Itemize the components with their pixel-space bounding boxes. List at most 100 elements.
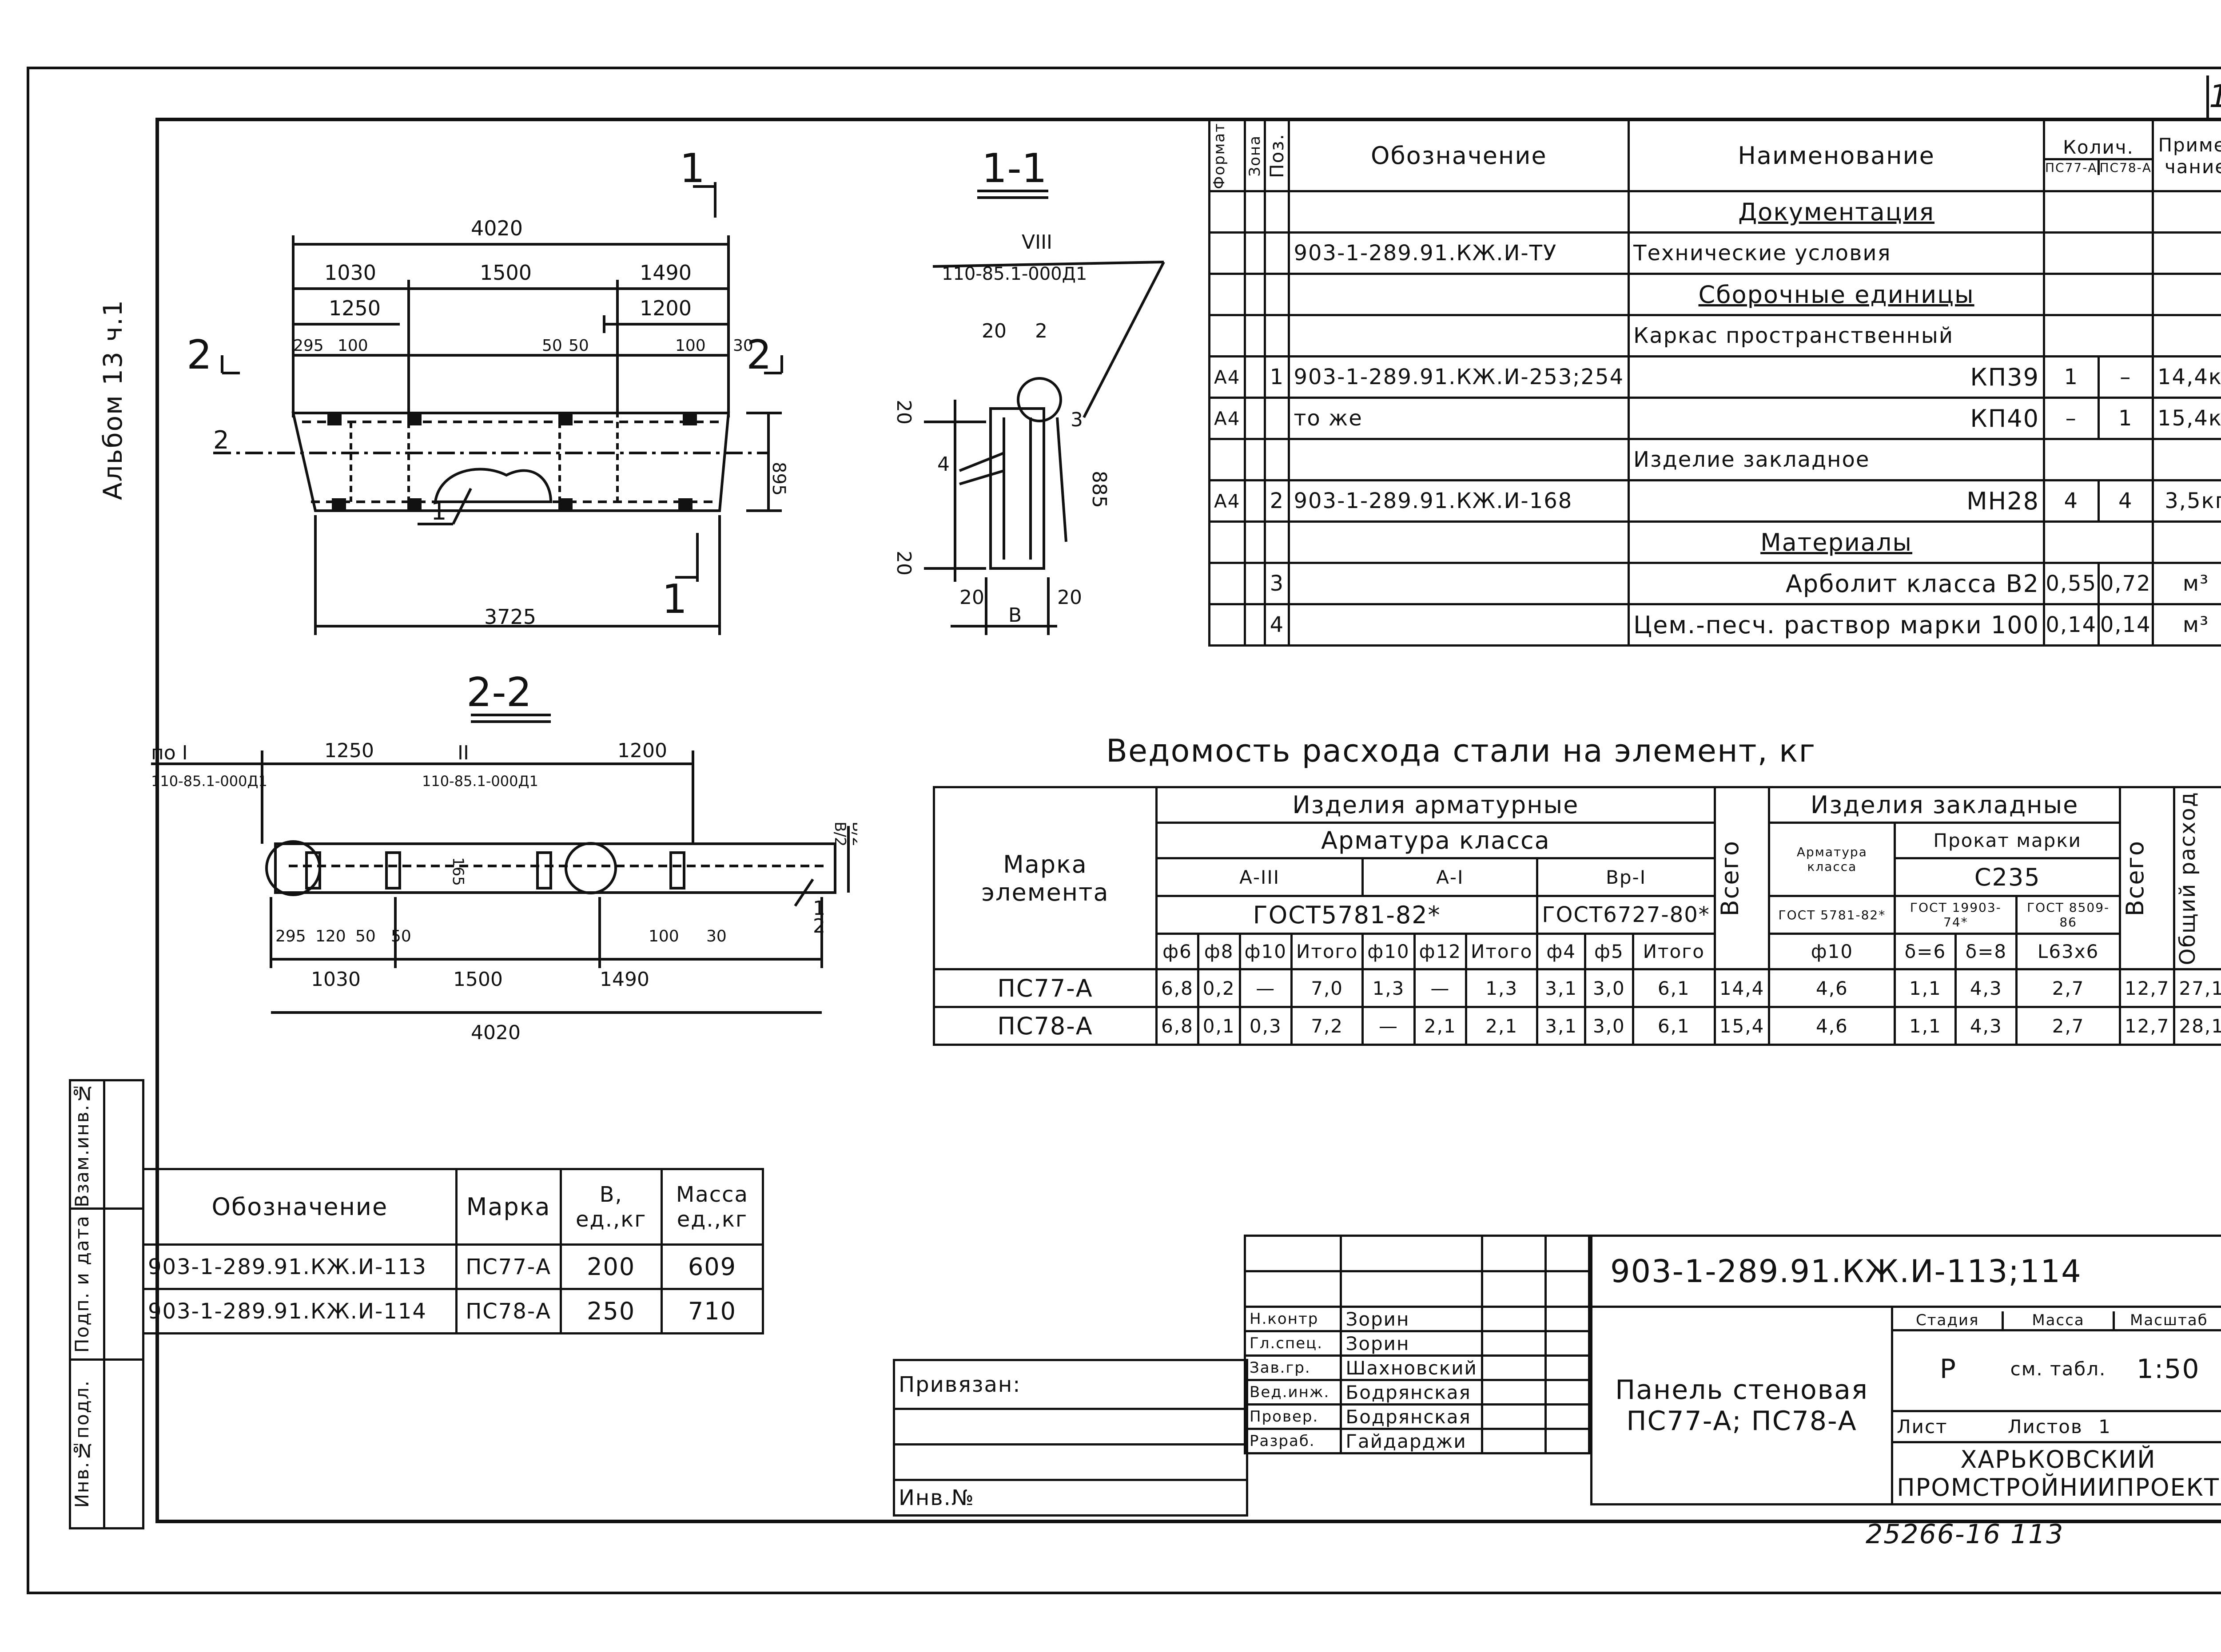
dim-1490: 1490 (640, 261, 692, 285)
steel-h-arm-cls: Арматура класса (1768, 822, 1896, 897)
role-cell-date (1544, 1330, 1590, 1357)
marks-cell-design: 903-1-289.91.КЖ.И-113 (142, 1243, 458, 1290)
steel-cell: 27,1 (2173, 968, 2221, 1008)
s22-dim-1250: 1250 (324, 739, 374, 762)
steel-cell: 12,7 (2118, 1006, 2176, 1046)
stage-value: Р (1939, 1353, 1957, 1385)
role-cell-role: Провер. (1243, 1403, 1342, 1430)
steel-col-header: ф12 (1413, 933, 1468, 970)
section-2-2-title: 2-2 (466, 669, 532, 716)
steel-cell: 1,3 (1465, 968, 1539, 1008)
role-row: Гл.спец.Зорин (1243, 1330, 1590, 1357)
steel-h-total1: Всего (1716, 840, 1744, 917)
dim-bottom: 3725 (484, 605, 536, 629)
spec-h-qty-78: ПС78-А (2099, 160, 2152, 175)
dim-overall: 4020 (471, 216, 523, 240)
s22-dim-1030: 1030 (311, 968, 361, 991)
stamp-podp: Подп. и дата (71, 1215, 93, 1353)
role-cell-name: Гайдарджи (1340, 1428, 1483, 1454)
spec-cell-format (1208, 273, 1246, 316)
role-row: Разраб.Гайдарджи (1243, 1428, 1590, 1454)
cut-2-left: 2 (187, 332, 212, 378)
spec-cell-designation (1288, 438, 1630, 481)
steel-col-header: Итого (1465, 933, 1539, 970)
role-cell-name: Зорин (1340, 1306, 1483, 1332)
steel-col-header: L63x6 (2015, 933, 2121, 970)
spec-cell-format (1208, 190, 1246, 234)
spec-cell-note: м³ (2151, 562, 2221, 605)
spec-cell-note (2151, 190, 2221, 234)
node2-label: II (458, 742, 469, 764)
inv-label: Инв.№ (893, 1479, 1248, 1517)
cut-1-top: 1 (680, 145, 705, 192)
mass-value: см. табл. (2010, 1358, 2106, 1380)
sheets-h: Листов (2007, 1416, 2083, 1438)
spec-cell-name: МН28 (1628, 479, 2045, 523)
s22-dim-30: 30 (706, 927, 727, 945)
steel-h-g3: ГОСТ 5781-82* (1768, 895, 1896, 935)
spec-cell-designation: 903-1-289.91.КЖ.И-ТУ (1288, 231, 1630, 275)
spec-cell-pos (1264, 438, 1290, 481)
org-line-2: ПРОМСТРОЙНИИПРОЕКТ (1897, 1473, 2220, 1501)
spec-cell-format (1208, 562, 1246, 605)
spec-cell-q1: 1 (2046, 358, 2100, 396)
section-1-1-title: 1-1 (982, 145, 1047, 192)
s22-dim-50b: 50 (391, 927, 411, 945)
steel-cell: 3,1 (1536, 968, 1587, 1008)
s11-label-3: 3 (1071, 409, 1083, 431)
role-cell-name: Зорин (1340, 1330, 1483, 1357)
spec-cell-q2: 1 (2118, 406, 2133, 431)
steel-cell: 3,0 (1584, 968, 1634, 1008)
marks-h-mark: Марка (455, 1168, 562, 1246)
role-row: Зав.гр.Шахновский (1243, 1354, 1590, 1381)
section-1-1: 1-1 VIII 110-85.1-000Д1 20 2 20 3 4 20 8… (892, 145, 1165, 635)
s22-mark-1: 1 (813, 897, 825, 920)
title-name-2: ПС77-А; ПС78-А (1626, 1406, 1857, 1437)
s22-dim-total: 4020 (471, 1021, 521, 1044)
role-cell-signature (1481, 1330, 1547, 1357)
doc-code: 903-1-289.91.КЖ.И-113;114 (1590, 1235, 2221, 1308)
panel-elevation: 4020 1030 1500 1490 1250 1200 295 100 50… (187, 145, 789, 635)
spec-h-name: Наименование (1628, 119, 2045, 192)
spec-cell-q1: 0,55 (2046, 565, 2100, 602)
marks-h-design: Обозначение (142, 1168, 458, 1246)
role-cell-signature (1481, 1379, 1547, 1406)
spec-cell-zone (1244, 190, 1266, 234)
marks-table: Обозначение Марка В, ед.,кг Масса ед.,кг… (142, 1168, 764, 1334)
spec-cell-q2: 0,14 (2100, 612, 2151, 637)
steel-table-title: Ведомость расхода стали на элемент, кг (1106, 733, 1816, 769)
steel-h-mark: Марка элемента (933, 786, 1158, 970)
steel-cell: 15,4 (1713, 1006, 1771, 1046)
spec-h-format: Формат (1210, 122, 1228, 189)
steel-cell: 7,0 (1290, 968, 1364, 1008)
spec-cell-pos: 1 (1264, 355, 1290, 399)
spec-cell-pos (1264, 520, 1290, 564)
spec-cell-name: КП39 (1628, 355, 2045, 399)
role-cell-name: Бодрянская (1340, 1379, 1483, 1406)
spec-cell-note: 14,4кг (2151, 355, 2221, 399)
steel-h-prokat: Прокат марки (1894, 822, 2121, 859)
role-cell-signature (1481, 1306, 1547, 1332)
spec-h-note: Приме-чание (2151, 119, 2221, 192)
spec-cell-pos: 2 (1264, 479, 1290, 523)
title-name-1: Панель стеновая (1615, 1374, 1868, 1406)
outer-frame (27, 67, 2221, 1594)
s11-dim-b-label: В (1008, 604, 1022, 627)
s11-dim-b: 2 (1035, 320, 1047, 342)
steel-cell: 2,7 (2015, 968, 2121, 1008)
scale-value: 1:50 (2136, 1353, 2200, 1385)
spec-h-pos: Поз. (1266, 133, 1288, 178)
spec-cell-name: Материалы (1628, 520, 2045, 564)
spec-cell-note: 3,5кг (2151, 479, 2221, 523)
spec-cell-zone (1244, 355, 1266, 399)
dim-1500: 1500 (480, 261, 532, 285)
steel-cell: 6,1 (1632, 968, 1716, 1008)
s22-dim-b2b: В/2 (849, 822, 857, 846)
role-cell-name: Шахновский (1340, 1354, 1483, 1381)
s11-dim-c: 20 (892, 400, 915, 425)
